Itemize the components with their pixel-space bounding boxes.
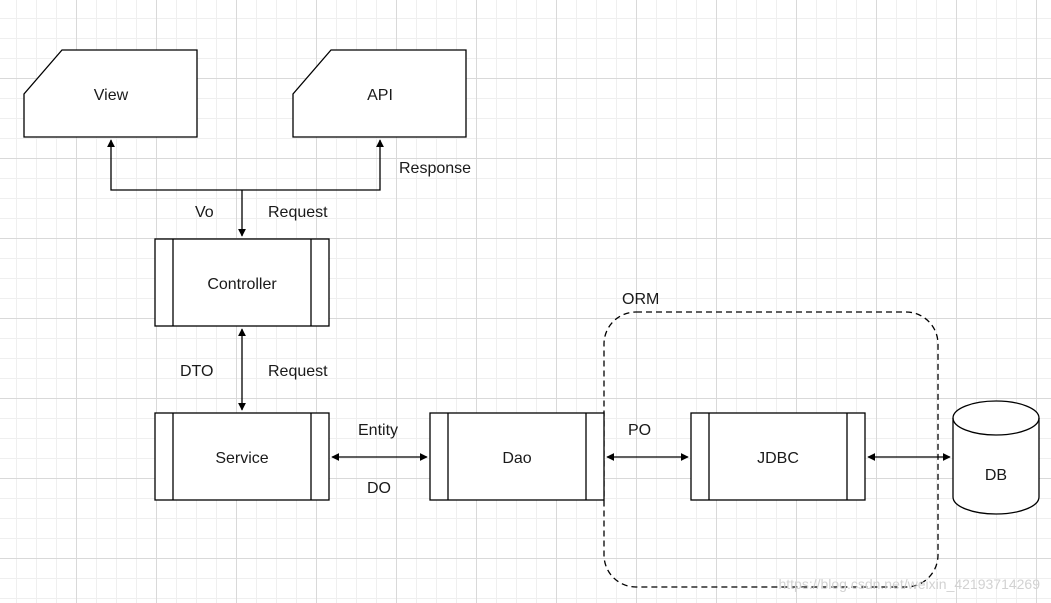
edge-label-request-top: Request [268,204,328,221]
db-label: DB [985,467,1007,484]
controller-node[interactable]: Controller [154,238,330,327]
edge-controller-api[interactable] [242,139,384,191]
edge-label-response: Response [399,160,471,177]
orm-group[interactable] [603,311,939,588]
service-label: Service [215,450,268,467]
edge-label-entity: Entity [358,422,398,439]
service-node[interactable]: Service [154,412,330,501]
edge-label-po: PO [628,422,651,439]
jdbc-node[interactable]: JDBC [690,412,866,501]
db-node[interactable]: DB [952,400,1040,515]
edge-label-request-mid: Request [268,363,328,380]
edge-controller-view[interactable] [107,139,242,191]
controller-label: Controller [207,276,277,293]
edge-label-do: DO [367,480,391,497]
edge-label-dto: DTO [180,363,213,380]
jdbc-label: JDBC [757,450,799,467]
api-label: API [367,87,393,104]
api-node[interactable]: API [292,49,467,138]
dao-label: Dao [502,450,531,467]
view-node[interactable]: View [23,49,198,138]
orm-group-label: ORM [622,291,659,308]
view-label: View [94,87,129,104]
watermark: https://blog.csdn.net/weixin_42193714269 [778,576,1040,592]
edge-label-vo: Vo [195,204,214,221]
dao-node[interactable]: Dao [429,412,605,501]
